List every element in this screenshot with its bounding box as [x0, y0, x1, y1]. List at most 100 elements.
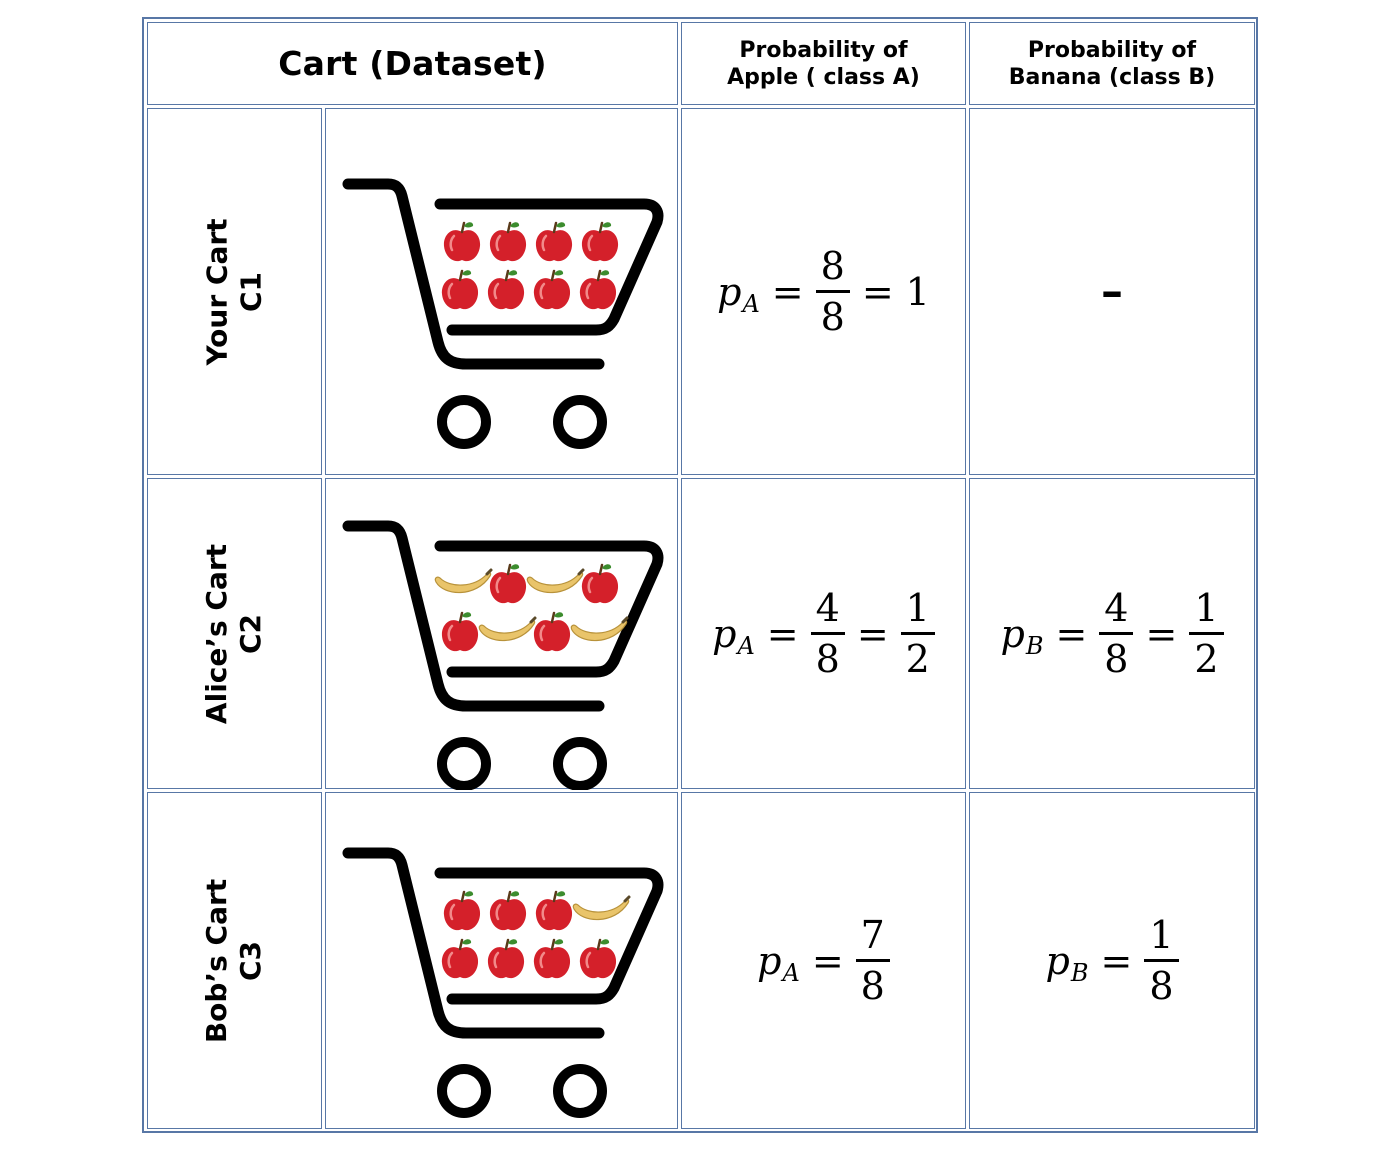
prob-banana-your-cart: – [969, 108, 1255, 475]
apple-icon [535, 890, 573, 931]
denominator: 8 [820, 294, 845, 339]
apple-icon [533, 611, 571, 652]
cart-fruit [441, 890, 631, 979]
equals-sign: = [771, 269, 804, 314]
cart-body [342, 520, 664, 790]
var-sub: A [737, 631, 755, 660]
header-prob-banana-line2: Banana (class B) [1008, 64, 1216, 90]
denominator: 8 [815, 636, 840, 681]
fraction: 8 8 [815, 244, 850, 339]
equals-sign: = [861, 269, 894, 314]
cart-body [342, 847, 664, 1118]
cart-image-bob-cart [325, 792, 678, 1129]
shopping-cart-icon [342, 520, 664, 790]
shopping-cart-icon [342, 847, 664, 1118]
var-p: p [1045, 938, 1070, 983]
row-symbol: C2 [234, 613, 268, 654]
equals-sign: = [811, 938, 844, 983]
apple-icon [581, 221, 619, 262]
var-sub: B [1070, 958, 1089, 987]
numerator: 1 [1194, 586, 1219, 631]
row-name: Bob’s Cart [200, 878, 234, 1043]
apple-icon [443, 221, 481, 262]
header-prob-apple-line2: Apple ( class A) [727, 64, 920, 90]
shopping-cart-icon [342, 178, 664, 449]
numerator: 8 [820, 244, 845, 289]
var-sub: A [742, 289, 760, 318]
apple-icon [441, 611, 479, 652]
equals-sign: = [856, 611, 889, 656]
fraction-bar [815, 290, 850, 293]
banana-icon [434, 568, 493, 594]
fraction: 4 8 [810, 586, 845, 681]
numerator: 1 [905, 586, 930, 631]
apple-icon [579, 938, 617, 979]
equals-sign: = [766, 611, 799, 656]
apple-icon [489, 563, 527, 604]
apple-icon [441, 269, 479, 310]
fraction-bar [855, 959, 890, 962]
fraction-bar [1144, 959, 1179, 962]
fraction: 1 2 [1189, 586, 1224, 681]
apple-icon [443, 890, 481, 931]
header-prob-banana: Probability of Banana (class B) [969, 22, 1255, 105]
header-prob-apple-line1: Probability of [739, 37, 908, 63]
fraction: 1 8 [1144, 913, 1179, 1008]
equals-sign: = [1145, 611, 1178, 656]
banana-icon [570, 616, 629, 642]
fraction: 7 8 [855, 913, 890, 1008]
header-dataset: Cart (Dataset) [147, 22, 678, 105]
apple-icon [487, 938, 525, 979]
cart-fruit [434, 563, 629, 652]
cart-fruit [441, 221, 619, 310]
probability-table: Cart (Dataset) Probability of Apple ( cl… [142, 17, 1258, 1133]
apple-icon [579, 269, 617, 310]
denominator: 8 [1149, 963, 1174, 1008]
row-name: Your Cart [200, 217, 234, 366]
equals-sign: = [1100, 938, 1133, 983]
numerator: 1 [1149, 913, 1174, 958]
fraction: 4 8 [1099, 586, 1134, 681]
header-prob-banana-line1: Probability of [1027, 37, 1197, 63]
row-label-alice-cart: Alice’s Cart C2 [147, 478, 322, 789]
var-p: p [1000, 611, 1025, 656]
equals-sign: = [1055, 611, 1088, 656]
row-label-your-cart: Your Cart C1 [147, 108, 322, 475]
header-prob-apple: Probability of Apple ( class A) [681, 22, 966, 105]
var-p: p [712, 611, 737, 656]
banana-icon [526, 568, 585, 594]
fraction-bar [1099, 632, 1134, 635]
apple-icon [533, 269, 571, 310]
cart-image-your-cart [325, 108, 678, 475]
numerator: 4 [815, 586, 840, 631]
result-value: 1 [905, 269, 930, 314]
denominator: 8 [1104, 636, 1129, 681]
var-p: p [757, 938, 782, 983]
denominator: 8 [860, 963, 885, 1008]
fraction-bar [810, 632, 845, 635]
cart-body [342, 178, 664, 449]
fraction: 1 2 [900, 586, 935, 681]
apple-icon [487, 269, 525, 310]
row-symbol: C3 [234, 940, 268, 981]
var-sub: A [782, 958, 800, 987]
row-name: Alice’s Cart [200, 543, 234, 724]
denominator: 2 [905, 636, 930, 681]
apple-icon [535, 221, 573, 262]
banana-icon [478, 616, 537, 642]
header-dataset-label: Cart (Dataset) [278, 44, 547, 83]
apple-icon [441, 938, 479, 979]
row-symbol: C1 [234, 271, 268, 312]
var-sub: B [1025, 631, 1044, 660]
numerator: 4 [1104, 586, 1129, 631]
denominator: 2 [1194, 636, 1219, 681]
apple-icon [581, 563, 619, 604]
var-p: p [717, 269, 742, 314]
numerator: 7 [860, 913, 885, 958]
apple-icon [489, 890, 527, 931]
cart-image-alice-cart [325, 478, 678, 790]
